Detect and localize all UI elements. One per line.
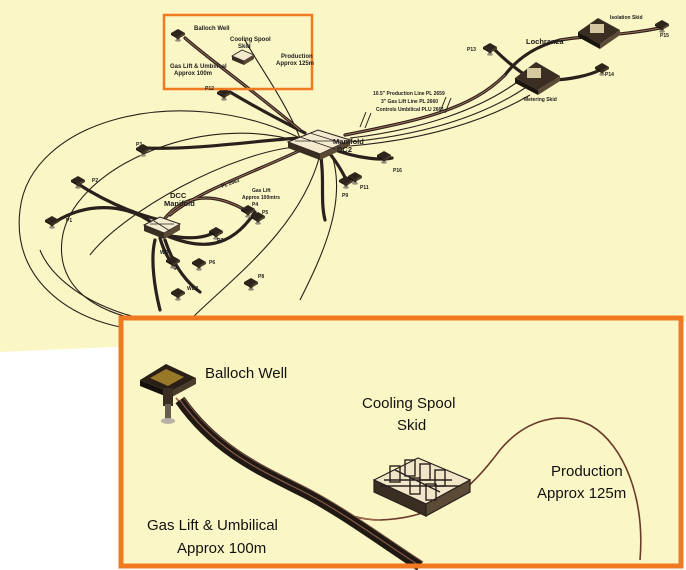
line-break-marks — [359, 96, 452, 129]
label-dcc: DCC — [170, 191, 187, 200]
label-gas-lift-small: Gas Lift & Umbilical — [170, 64, 227, 70]
label-gas-lift-umbilical-large: Gas Lift & Umbilical — [147, 517, 278, 534]
label-cooling-spool-large: Cooling Spool — [362, 395, 455, 412]
label-p6: P6 — [209, 260, 215, 266]
balloch-wellhead-large — [140, 364, 196, 424]
thin-flowlines — [18, 39, 531, 331]
highlight-frame-large — [118, 315, 684, 569]
label-p1: P1 — [66, 218, 72, 224]
manifold-dc2 — [286, 129, 352, 160]
label-skid-large: Skid — [397, 417, 426, 434]
label-p9: P9 — [342, 193, 348, 199]
label-gas-lift-approx-small: Approx 100m — [174, 71, 212, 77]
label-production-small: Production — [281, 54, 313, 60]
label-p12: P12 — [205, 86, 214, 92]
label-production-approx-large: Approx 125m — [537, 485, 626, 502]
label-controls-umbilical: Controls Umbilical PLU 2661 — [376, 107, 444, 113]
overview-map: Balloch Well Cooling Spool Skid Gas Lift… — [0, 0, 686, 352]
label-p3: P3 — [136, 142, 142, 148]
label-gas-lift-100-1: Gas Lift — [252, 188, 271, 194]
label-lochranza: Lochranza — [526, 37, 564, 46]
label-p13: P13 — [467, 47, 476, 53]
label-skid-small: Skid — [238, 44, 251, 50]
label-wd1: WD1 — [160, 250, 171, 256]
label-gas-lift-100-2: Approx 100mtrs — [242, 195, 280, 201]
label-p2: P2 — [92, 178, 98, 184]
detail-gas-lift-umbilical-line — [175, 396, 424, 570]
label-isolation-skid: Isolation Skid — [610, 15, 643, 21]
detail-panel: Balloch Well Cooling Spool Skid Producti… — [118, 315, 684, 570]
label-production-approx-small: Approx 125m — [276, 61, 314, 67]
label-p16: P16 — [393, 168, 402, 174]
label-p14: P14 — [605, 72, 614, 78]
label-wd2: WD2 — [187, 286, 198, 292]
label-balloch-well-large: Balloch Well — [205, 365, 287, 382]
label-production-line: 10.5" Production Line PL 2659 — [373, 91, 445, 97]
label-p4: P4 — [252, 202, 258, 208]
detail-labels: Balloch Well Cooling Spool Skid Producti… — [147, 365, 626, 557]
label-cooling-spool-small: Cooling Spool — [230, 37, 271, 43]
label-p5: P5 — [262, 210, 268, 216]
label-p11: P11 — [360, 185, 369, 191]
label-production-large: Production — [551, 463, 623, 480]
cooling-spool-skid-small — [231, 49, 255, 65]
label-manifold-dc2-1: Manifold — [333, 137, 364, 146]
label-balloch-well-small: Balloch Well — [194, 26, 230, 32]
label-gas-lift-line: 3" Gas Lift Line PL 2660 — [381, 99, 438, 105]
metering-skid — [515, 62, 560, 95]
label-p7: P7 — [217, 238, 223, 244]
highlight-frame-small — [162, 13, 314, 91]
label-metering-skid: Metering Skid — [524, 97, 557, 103]
dcc-manifold — [142, 216, 182, 239]
label-p15: P15 — [660, 33, 669, 39]
label-gas-lift-approx-large: Approx 100m — [177, 540, 266, 557]
label-p8: P8 — [258, 274, 264, 280]
cooling-spool-skid-large — [372, 457, 472, 518]
isolation-skid — [578, 18, 620, 49]
label-manifold-dc2-2: DC2 — [337, 145, 352, 154]
overview-labels: Balloch Well Cooling Spool Skid Gas Lift… — [66, 15, 669, 292]
label-dcc-manifold: Manifold — [164, 199, 195, 208]
